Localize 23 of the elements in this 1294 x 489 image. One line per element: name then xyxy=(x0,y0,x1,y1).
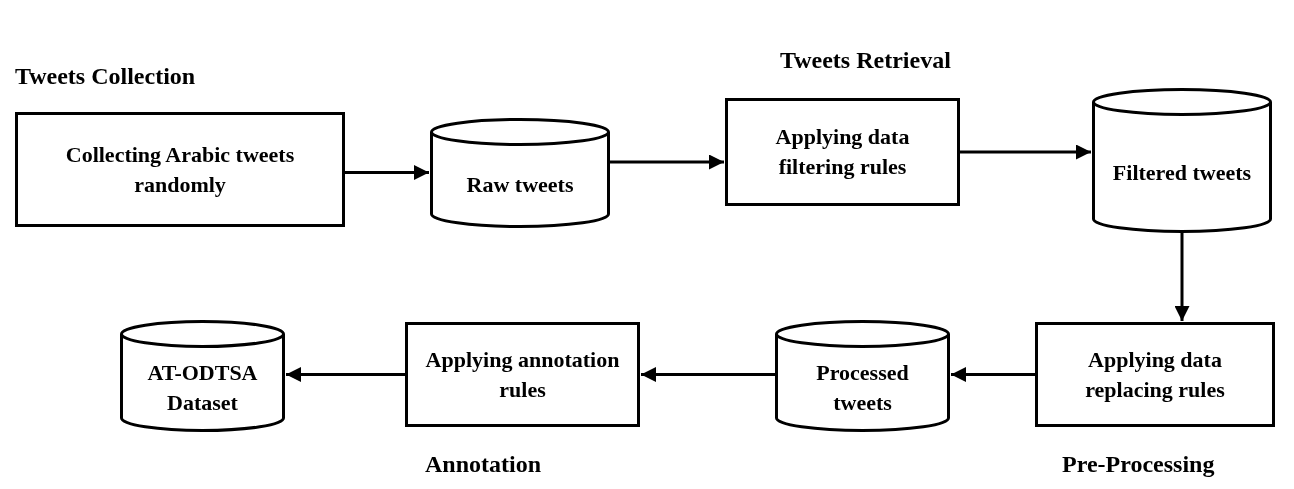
arrow xyxy=(951,367,1035,382)
arrow xyxy=(960,144,1091,160)
arrow xyxy=(610,154,724,170)
node-label: Raw tweets xyxy=(466,171,574,199)
section-heading: Pre-Processing xyxy=(1062,450,1215,479)
arrow xyxy=(1174,233,1190,321)
arrow xyxy=(345,165,429,180)
arrow xyxy=(286,367,405,382)
node-label: Filtered tweets xyxy=(1112,158,1252,187)
section-heading: Annotation xyxy=(425,450,542,479)
node-label: Collecting Arabic tweets randomly xyxy=(64,140,296,199)
process-box xyxy=(15,112,345,227)
node-label: Applying data replacing rules xyxy=(1084,345,1226,404)
node-label: Applying annotation rules xyxy=(424,345,621,404)
node-label: Applying data filtering rules xyxy=(774,123,911,181)
arrow xyxy=(641,367,775,382)
process-box xyxy=(725,98,960,206)
process-box xyxy=(1035,322,1275,427)
section-heading: Tweets Retrieval xyxy=(780,46,951,75)
section-heading: Tweets Collection xyxy=(15,62,196,91)
node-label: AT-ODTSA Dataset xyxy=(146,359,259,417)
process-box xyxy=(405,322,640,427)
node-label: Processed tweets xyxy=(815,359,910,417)
